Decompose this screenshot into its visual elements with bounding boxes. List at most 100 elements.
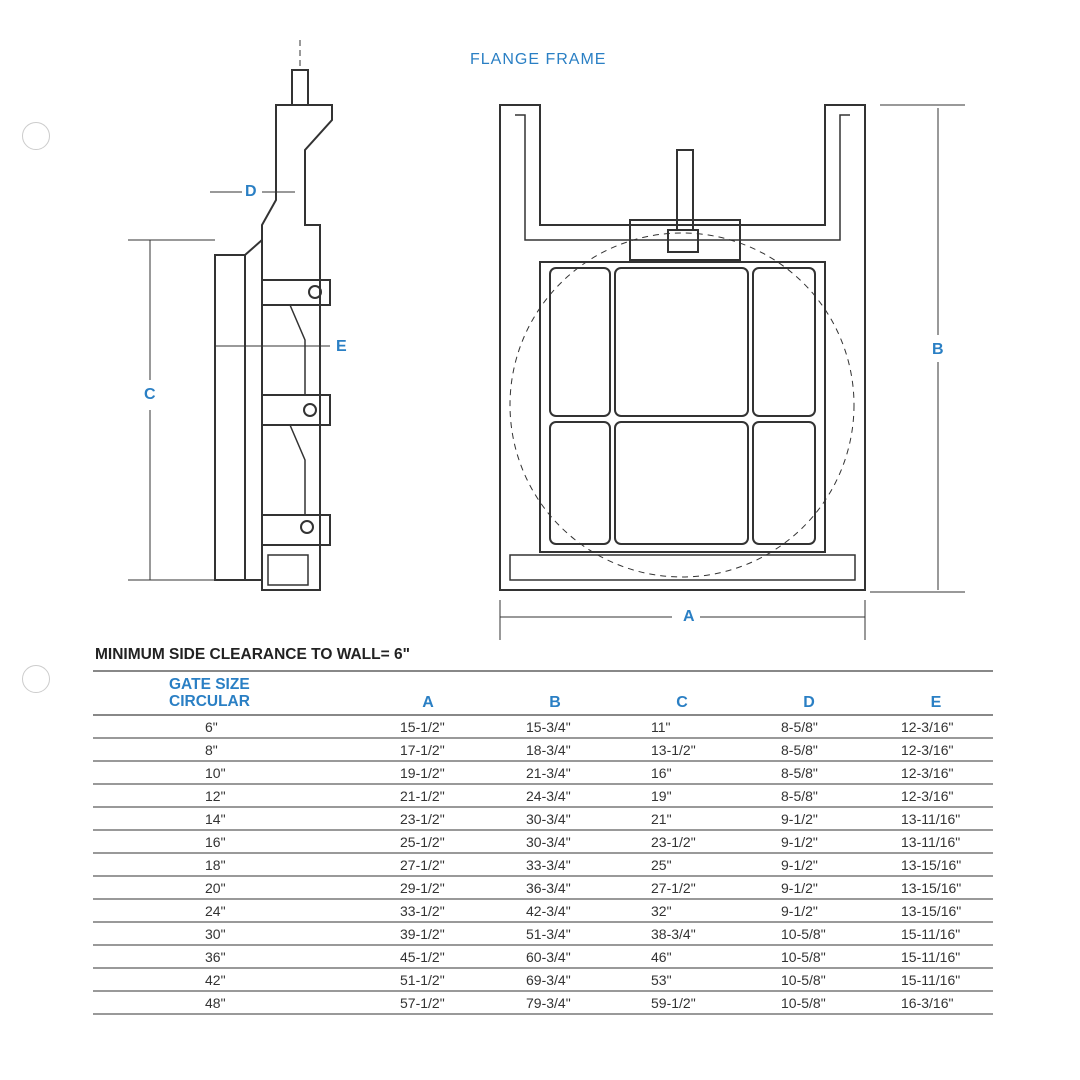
cell-a: 33-1/2": [400, 903, 445, 919]
cell-d: 8-5/8": [781, 719, 818, 735]
cell-b: 24-3/4": [526, 788, 571, 804]
cell-d: 9-1/2": [781, 903, 818, 919]
cell-c: 46": [651, 949, 672, 965]
table-row: 10" 19-1/2" 21-3/4" 16" 8-5/8" 12-3/16": [93, 762, 993, 785]
cell-a: 29-1/2": [400, 880, 445, 896]
cell-d: 8-5/8": [781, 742, 818, 758]
header-gate-size-line2: CIRCULAR: [169, 693, 250, 710]
table-row: 8" 17-1/2" 18-3/4" 13-1/2" 8-5/8" 12-3/16": [93, 739, 993, 762]
cell-c: 59-1/2": [651, 995, 696, 1011]
cell-b: 79-3/4": [526, 995, 571, 1011]
cell-b: 30-3/4": [526, 811, 571, 827]
cell-a: 51-1/2": [400, 972, 445, 988]
header-b: B: [549, 694, 561, 711]
cell-e: 12-3/16": [901, 765, 954, 781]
dim-label-b: B: [932, 341, 944, 358]
table-row: 48"57-1/2"79-3/4"59-1/2"10-5/8"16-3/16": [93, 992, 993, 1015]
cell-size: 6": [205, 719, 218, 735]
cell-c: 32": [651, 903, 672, 919]
cell-b: 36-3/4": [526, 880, 571, 896]
cell-size: 48": [205, 995, 226, 1011]
cell-a: 25-1/2": [400, 834, 445, 850]
cell-size: 24": [205, 903, 226, 919]
cell-a: 23-1/2": [400, 811, 445, 827]
header-gate-size-line1: GATE SIZE: [169, 676, 250, 693]
table-row: 24" 33-1/2" 42-3/4" 32" 9-1/2" 13-15/16": [93, 900, 993, 923]
header-gate-size: GATE SIZE CIRCULAR: [169, 676, 250, 710]
cell-d: 8-5/8": [781, 765, 818, 781]
table-header: GATE SIZE CIRCULAR A B C D E: [93, 672, 993, 714]
cell-size: 16": [205, 834, 226, 850]
cell-a: 39-1/2": [400, 926, 445, 942]
table-row: 36"45-1/2"60-3/4"46"10-5/8"15-11/16": [93, 946, 993, 969]
side-view: [128, 40, 333, 591]
cell-c: 38-3/4": [651, 926, 696, 942]
cell-a: 21-1/2": [400, 788, 445, 804]
cell-c: 16": [651, 765, 672, 781]
cell-e: 13-11/16": [901, 834, 961, 850]
cell-b: 18-3/4": [526, 742, 571, 758]
cell-a: 19-1/2": [400, 765, 445, 781]
cell-e: 13-15/16": [901, 903, 962, 919]
cell-c: 53": [651, 972, 672, 988]
clearance-note: MINIMUM SIDE CLEARANCE TO WALL= 6": [95, 646, 410, 663]
header-a: A: [422, 694, 434, 711]
cell-d: 10-5/8": [781, 972, 826, 988]
cell-d: 8-5/8": [781, 788, 818, 804]
dim-label-e: E: [336, 338, 347, 355]
cell-c: 25": [651, 857, 672, 873]
cell-size: 20": [205, 880, 226, 896]
cell-size: 8": [205, 742, 218, 758]
table-row: 14"23-1/2"30-3/4"21"9-1/2"13-11/16": [93, 808, 993, 831]
table-row: 20"29-1/2"36-3/4"27-1/2"9-1/2"13-15/16": [93, 877, 993, 900]
cell-size: 14": [205, 811, 226, 827]
table-row: 30"39-1/2"51-3/4"38-3/4"10-5/8"15-11/16": [93, 923, 993, 946]
cell-d: 9-1/2": [781, 834, 818, 850]
cell-a: 27-1/2": [400, 857, 445, 873]
cell-size: 42": [205, 972, 226, 988]
drawing-title: FLANGE FRAME: [470, 51, 607, 68]
cell-a: 45-1/2": [400, 949, 445, 965]
cell-b: 60-3/4": [526, 949, 571, 965]
cell-a: 15-1/2": [400, 719, 445, 735]
cell-b: 51-3/4": [526, 926, 571, 942]
table-row: 6"15-1/2"15-3/4"11"8-5/8"12-3/16": [93, 716, 993, 739]
front-view: [499, 104, 965, 640]
cell-size: 18": [205, 857, 226, 873]
cell-d: 9-1/2": [781, 811, 818, 827]
dim-label-c: C: [144, 386, 156, 403]
dimension-table: GATE SIZE CIRCULAR A B C D E 6" 15-1/2" 15…: [93, 670, 993, 1015]
table-row: 16" 25-1/2" 30-3/4" 23-1/2" 9-1/2" 13-11/16": [93, 831, 993, 854]
cell-c: 11": [651, 719, 671, 735]
cell-e: 13-15/16": [901, 857, 962, 873]
cell-b: 69-3/4": [526, 972, 571, 988]
cell-d: 9-1/2": [781, 857, 818, 873]
cell-b: 42-3/4": [526, 903, 571, 919]
cell-c: 19": [651, 788, 672, 804]
header-e: E: [930, 694, 942, 711]
cell-e: 13-15/16": [901, 880, 962, 896]
cell-e: 12-3/16": [901, 788, 954, 804]
header-d: D: [803, 694, 815, 711]
cell-e: 16-3/16": [901, 995, 954, 1011]
cell-b: 21-3/4": [526, 765, 571, 781]
cell-b: 30-3/4": [526, 834, 571, 850]
cell-c: 23-1/2": [651, 834, 696, 850]
cell-d: 9-1/2": [781, 880, 818, 896]
cell-size: 30": [205, 926, 226, 942]
cell-b: 33-3/4": [526, 857, 571, 873]
cell-d: 10-5/8": [781, 995, 826, 1011]
cell-size: 10": [205, 765, 226, 781]
cell-e: 15-11/16": [901, 949, 961, 965]
cell-d: 10-5/8": [781, 926, 826, 942]
cell-a: 17-1/2": [400, 742, 445, 758]
gate-drawing: [128, 40, 965, 640]
cell-d: 10-5/8": [781, 949, 826, 965]
dim-label-d: D: [245, 183, 257, 200]
cell-e: 12-3/16": [901, 742, 954, 758]
cell-c: 21": [651, 811, 672, 827]
cell-c: 13-1/2": [651, 742, 696, 758]
table-row: 12" 21-1/2" 24-3/4" 19" 8-5/8" 12-3/16": [93, 785, 993, 808]
cell-size: 12": [205, 788, 226, 804]
cell-e: 15-11/16": [901, 972, 961, 988]
